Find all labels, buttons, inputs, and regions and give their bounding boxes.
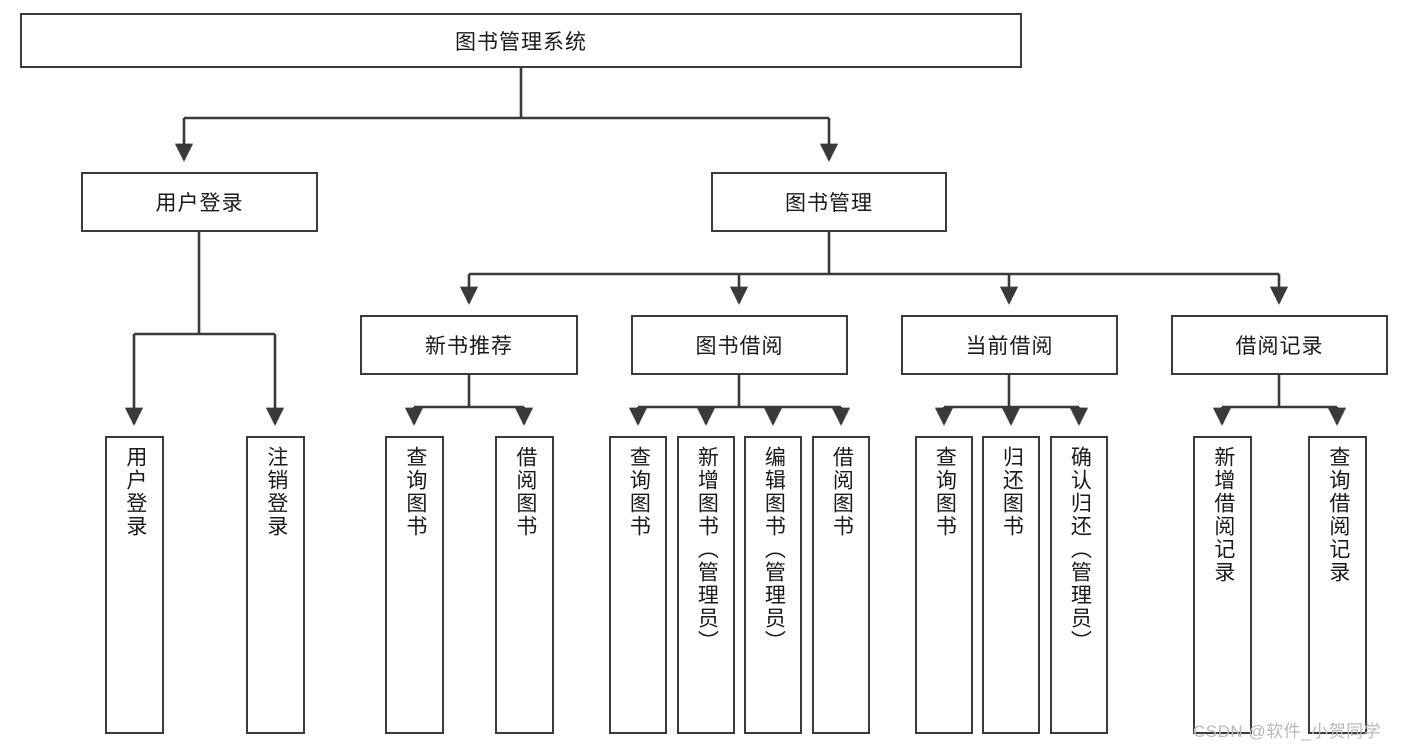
csdn-watermark: CSDN @软件_小贺同学 xyxy=(1193,717,1381,742)
leaf-query-book-3[interactable]: 查询图书 xyxy=(915,436,973,734)
leaf-add-book-label: 新增图书（管理员） xyxy=(695,446,719,653)
node-root[interactable]: 图书管理系统 xyxy=(20,13,1022,68)
leaf-query-book-2[interactable]: 查询图书 xyxy=(609,436,667,734)
leaf-edit-book-label: 编辑图书（管理员） xyxy=(762,446,786,653)
node-borrow-record-label: 借阅记录 xyxy=(1235,335,1324,358)
leaf-user-login[interactable]: 用户登录 xyxy=(105,436,164,734)
leaf-query-book-2-label: 查询图书 xyxy=(627,446,651,538)
csdn-watermark-text: CSDN @软件_小贺同学 xyxy=(1193,722,1382,741)
leaf-borrow-book-1-label: 借阅图书 xyxy=(513,446,537,538)
node-user-login[interactable]: 用户登录 xyxy=(81,172,318,232)
leaf-return-book[interactable]: 归还图书 xyxy=(982,436,1040,734)
node-root-label: 图书管理系统 xyxy=(455,30,587,54)
leaf-query-book-1-label: 查询图书 xyxy=(403,446,427,538)
node-book-management[interactable]: 图书管理 xyxy=(711,172,947,232)
leaf-query-book-1[interactable]: 查询图书 xyxy=(385,436,444,734)
node-user-login-label: 用户登录 xyxy=(155,192,244,215)
node-book-borrow-label: 图书借阅 xyxy=(695,335,784,358)
leaf-add-record[interactable]: 新增借阅记录 xyxy=(1193,436,1252,734)
leaf-borrow-book-2[interactable]: 借阅图书 xyxy=(812,436,870,734)
leaf-user-logout-label: 注销登录 xyxy=(264,446,288,538)
leaf-query-book-3-label: 查询图书 xyxy=(933,446,957,538)
node-current-borrow[interactable]: 当前借阅 xyxy=(901,315,1118,375)
leaf-borrow-book-1[interactable]: 借阅图书 xyxy=(495,436,554,734)
leaf-borrow-book-2-label: 借阅图书 xyxy=(830,446,854,538)
leaf-return-book-label: 归还图书 xyxy=(1000,446,1024,538)
leaf-query-record[interactable]: 查询借阅记录 xyxy=(1308,436,1367,734)
node-borrow-record[interactable]: 借阅记录 xyxy=(1171,315,1388,375)
leaf-confirm-return[interactable]: 确认归还（管理员） xyxy=(1050,436,1108,734)
node-book-management-label: 图书管理 xyxy=(785,192,873,215)
node-new-book-recommend[interactable]: 新书推荐 xyxy=(360,315,578,375)
leaf-user-login-label: 用户登录 xyxy=(123,446,147,538)
node-book-borrow[interactable]: 图书借阅 xyxy=(631,315,848,375)
leaf-add-record-label: 新增借阅记录 xyxy=(1211,446,1235,584)
node-new-book-recommend-label: 新书推荐 xyxy=(425,335,513,358)
leaf-add-book[interactable]: 新增图书（管理员） xyxy=(677,436,735,734)
leaf-query-record-label: 查询借阅记录 xyxy=(1326,446,1350,584)
node-current-borrow-label: 当前借阅 xyxy=(965,335,1054,358)
leaf-edit-book[interactable]: 编辑图书（管理员） xyxy=(744,436,802,734)
leaf-confirm-return-label: 确认归还（管理员） xyxy=(1068,446,1092,653)
leaf-user-logout[interactable]: 注销登录 xyxy=(246,436,305,734)
